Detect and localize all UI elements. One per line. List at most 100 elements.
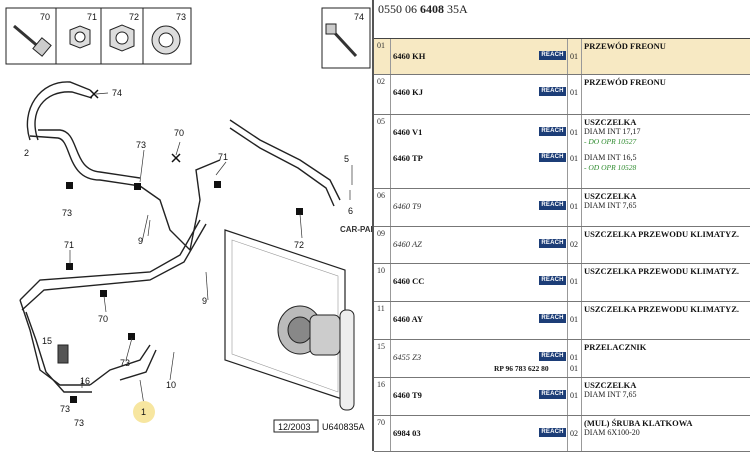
nut-71-icon [69, 25, 91, 49]
column-divider [567, 340, 568, 377]
callout-71: 71 [218, 152, 228, 162]
quantity: 01 [570, 154, 578, 163]
row-number: 15 [377, 342, 385, 351]
table-row[interactable]: 10 6460 CC REACH 01 USZCZELKA PRZEWODU KLIMA… [374, 264, 750, 302]
column-divider [390, 416, 391, 451]
part-detail: DIAM 6X100-20 [584, 428, 640, 437]
part-number[interactable]: 6460 AY [393, 314, 424, 324]
header-divider [374, 38, 750, 39]
part-number[interactable]: 6460 TP [393, 153, 423, 163]
watermark: CAR-PARTS.PL [340, 225, 372, 234]
column-divider [567, 75, 568, 114]
reach-badge[interactable]: REACH [539, 239, 566, 248]
quantity: 02 [570, 240, 578, 249]
callout-73e: 73 [60, 404, 70, 414]
column-divider [581, 302, 582, 339]
callout-73: 73 [136, 140, 146, 150]
part-description: USZCZELKA PRZEWODU KLIMATYZ. [584, 266, 739, 276]
column-divider [581, 39, 582, 74]
exploded-view-drawing: 70 71 72 73 74 [5, 7, 372, 433]
box-label-72: 72 [129, 12, 139, 22]
part-number[interactable]: 6460 V1 [393, 127, 423, 137]
row-number: 09 [377, 229, 385, 238]
callout-73b: 73 [62, 208, 72, 218]
table-row[interactable]: 09 6460 AZ REACH 02 USZCZELKA PRZEWODU KLIMA… [374, 227, 750, 264]
part-detail: DIAM INT 7,65 [584, 390, 637, 399]
compressor-icon [277, 305, 341, 356]
reach-badge[interactable]: REACH [539, 352, 566, 361]
column-divider [390, 39, 391, 74]
column-divider [567, 378, 568, 415]
callout-16: 16 [80, 376, 90, 386]
column-divider [390, 75, 391, 114]
part-number[interactable]: 6460 AZ [393, 239, 422, 249]
part-number[interactable]: 6455 Z3 [393, 352, 422, 362]
x-markers [89, 89, 181, 163]
row-number: 05 [377, 117, 385, 126]
reach-badge[interactable]: REACH [539, 276, 566, 285]
reach-badge[interactable]: REACH [539, 51, 566, 60]
callout-15: 15 [42, 336, 52, 346]
reach-badge[interactable]: REACH [539, 314, 566, 323]
reference-number: 0550 06 6408 35A [378, 2, 468, 16]
column-divider [390, 227, 391, 263]
callout-5: 5 [344, 154, 349, 164]
column-divider [581, 227, 582, 263]
column-divider [581, 75, 582, 114]
part-description: PRZELACZNIK [584, 342, 647, 352]
quantity: 01 [570, 128, 578, 137]
part-description: PRZEWÓD FREONU [584, 41, 666, 51]
reach-badge[interactable]: REACH [539, 87, 566, 96]
part-description: USZCZELKA PRZEWODU KLIMATYZ. [584, 229, 739, 239]
row-number: 02 [377, 77, 385, 86]
nut-73-icon [151, 25, 181, 55]
part-description: USZCZELKA [584, 380, 637, 390]
box-label-71: 71 [87, 12, 97, 22]
leader-lines [69, 92, 353, 406]
bolt-74-icon [325, 23, 358, 58]
box-label-74: 74 [354, 12, 364, 22]
part-number[interactable]: 6460 CC [393, 276, 425, 286]
callout-1-highlight [133, 401, 155, 423]
alt-part-number: RP 96 783 622 80 [494, 364, 549, 373]
part-number[interactable]: 6460 KH [393, 51, 426, 61]
callout-9: 9 [138, 236, 143, 246]
column-divider [390, 340, 391, 377]
part-description: PRZEWÓD FREONU [584, 77, 666, 87]
reach-badge[interactable]: REACH [539, 127, 566, 136]
reach-badge[interactable]: REACH [539, 201, 566, 210]
column-divider [567, 189, 568, 226]
column-divider [581, 378, 582, 415]
part-note: - OD OPR 10528 [584, 163, 637, 172]
part-number[interactable]: 6460 T9 [393, 390, 422, 400]
part-number[interactable]: 6460 T9 [393, 201, 422, 211]
column-divider [567, 39, 568, 74]
callout-70b: 70 [98, 314, 108, 324]
quantity: 01 [570, 353, 578, 362]
column-divider [581, 416, 582, 451]
column-divider [567, 264, 568, 301]
column-divider [567, 227, 568, 263]
column-divider [390, 189, 391, 226]
part-number[interactable]: 6984 03 [393, 428, 421, 438]
callout-6: 6 [348, 206, 353, 216]
part-number[interactable]: 6460 KJ [393, 87, 423, 97]
reach-badge[interactable]: REACH [539, 390, 566, 399]
row-number: 10 [377, 266, 385, 275]
column-divider [390, 115, 391, 188]
footer-code: U640835A [322, 422, 365, 432]
quantity: 01 [570, 202, 578, 211]
table-row[interactable]: 15 6455 Z3 REACH 01 PRZELACZNIK RP 96 783 622… [374, 340, 750, 378]
part-description: USZCZELKA [584, 191, 637, 201]
reach-badge[interactable]: REACH [539, 153, 566, 162]
row-number: 06 [377, 191, 385, 200]
reach-badge[interactable]: REACH [539, 428, 566, 437]
quantity: 01 [570, 277, 578, 286]
